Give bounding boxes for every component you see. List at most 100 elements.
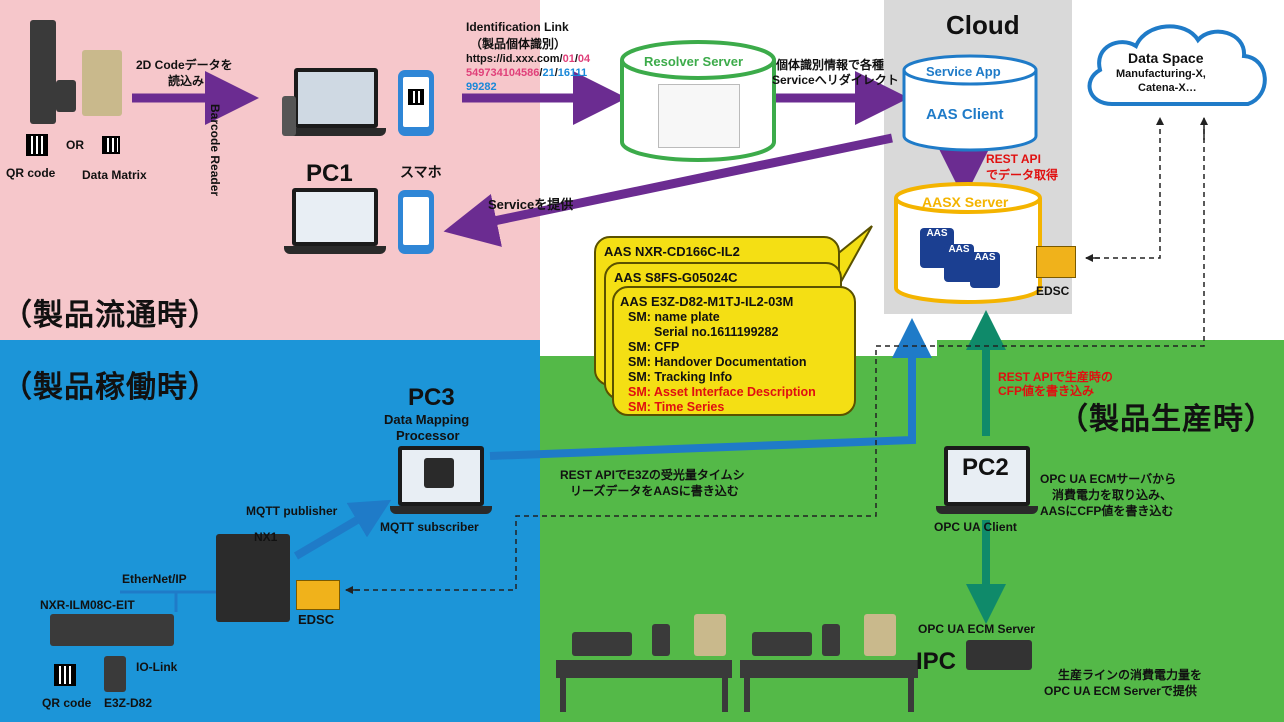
opc-client-label: OPC UA Client [934,520,1017,534]
power-supply-icon [82,50,122,116]
aas-card-2-title: AAS S8FS-G05024C [614,270,738,285]
rest-api-label-2: でデータ取得 [986,168,1059,182]
service-app-label: Service App [926,64,1001,79]
production-region-upper [937,340,1284,360]
url-serial-2: 99282 [466,81,497,93]
submodel-item: SM: Handover Documentation [628,355,807,369]
ethernet-label: EtherNet/IP [122,572,187,586]
distribution-region [0,0,540,340]
ecm-server-label: OPC UA ECM Server [918,622,1035,636]
pc3-laptop-screen [398,446,484,506]
submodel-item: SM: Asset Interface Description [628,385,816,399]
service-laptop-base [284,246,386,254]
pc2-label: PC2 [962,454,1009,481]
edsc-cloud-label: EDSC [1036,284,1070,298]
production-label: （製品生産時） [1058,403,1275,436]
aas-client-label: AAS Client [926,106,1004,123]
url-serial-1: 16111 [557,67,588,79]
mqtt-publisher-label: MQTT publisher [246,504,338,518]
edsc-cloud-icon [1036,246,1076,278]
aas-badge-3: AAS [970,252,1000,288]
operation-label: （製品稼働時） [2,371,219,404]
submodel-item: SM: CFP [628,340,680,354]
resolver-label: Resolver Server [644,54,744,69]
submodel-item: Serial no.1611199282 [654,325,779,339]
pc3-label: PC3 [408,384,455,411]
service-laptop-screen [292,188,378,246]
op-qr-label: QR code [42,696,92,710]
ipc-device-icon [966,640,1032,670]
edsc-op-icon [296,580,340,610]
data-space-line2: Manufacturing-X, [1116,68,1206,80]
url-ai-21: 21 [542,67,555,79]
ipc-label: IPC [916,648,957,675]
qr-code-icon [26,134,48,156]
aasx-server-label: AASX Server [922,194,1009,210]
url-ai-01: 01 [562,53,575,65]
barcode-scanner-icon [282,96,296,136]
nx1-label: NX1 [254,530,278,544]
line-device-2 [652,624,670,656]
pc3-laptop-base [390,506,492,514]
ipc-desc-1: 生産ラインの消費電力量を [1058,668,1203,682]
service-provide-label: Serviceを提供 [488,197,574,212]
edsc-op-label: EDSC [298,612,335,627]
cloud-label: Cloud [946,10,1020,40]
pc1-laptop-base [286,128,386,136]
redirect-label-2: Serviceへリダイレクト [772,73,899,87]
identification-title: Identification Link [466,20,569,34]
pc1-label: PC1 [306,160,353,187]
rest-note-2: リーズデータをAASに書き込む [570,484,739,498]
aas-card-3-title: AAS E3Z-D82-M1TJ-IL2-03M [620,294,794,309]
nxr-label: NXR-ILM08C-EIT [40,598,135,612]
nx1-controller-icon [216,534,290,622]
sensor-icon [56,80,76,112]
data-matrix-icon [102,136,120,154]
dmp-label-1: Data Mapping [384,412,470,427]
e3z-sensor-icon [104,656,126,692]
identification-subtitle: （製品個体識別） [470,37,567,51]
cfp-write-label-2: CFP値を書き込み [998,384,1095,398]
barcode-reader-label: Barcode Reader [208,104,222,197]
pc2-laptop-screen [944,446,1030,506]
read-label-2: 読込み [168,74,205,88]
nxr-ilm08c-icon [50,614,174,646]
pc1-laptop-screen [294,68,378,128]
or-label: OR [66,138,84,152]
submodel-item: SM: Tracking Info [628,370,733,384]
pc2-desc-2: 消費電力を取り込み、 [1052,488,1173,502]
identification-url: https://id.xxx.com/01/04 549734104586/21… [466,53,591,93]
line-device-4 [752,632,812,656]
dashed-edsc-cloud [1086,117,1164,259]
data-space-title: Data Space [1128,50,1204,66]
dm-label: Data Matrix [82,168,147,182]
smartphone-label: スマホ [400,164,442,180]
service-smartphone-icon [398,190,434,254]
pc2-laptop-base [936,506,1038,514]
redirect-label-1: 個体識別情報で各種 [776,58,885,72]
ipc-desc-2: OPC UA ECM Serverで提供 [1044,684,1197,698]
data-space-line3: Catena-X… [1138,82,1197,94]
qr-label: QR code [6,166,56,180]
line-device-3 [694,614,726,656]
smartphone-icon [398,70,434,136]
resolver-document-icon [658,84,740,148]
pc2-desc-3: AASにCFP値を書き込む [1040,504,1174,518]
line-device-1 [572,632,632,656]
line-device-5 [822,624,840,656]
e3z-label: E3Z-D82 [104,696,153,710]
aas-badge-2: AAS [944,244,974,282]
read-label-1: 2D Codeデータを [136,58,233,72]
cfp-write-label-1: REST APIで生産時の [998,370,1113,384]
operation-qr-icon [54,664,76,686]
url-gtin: 549734104586 [466,67,540,79]
distribution-label: （製品流通時） [2,299,219,332]
pc2-desc-1: OPC UA ECMサーバから [1040,472,1177,486]
url-ai-04: 04 [577,53,591,65]
aas-card-1-title: AAS NXR-CD166C-IL2 [604,244,740,259]
io-link-label: IO-Link [136,660,178,674]
nxr-device-icon [30,20,56,124]
rest-api-label-1: REST API [986,152,1041,166]
